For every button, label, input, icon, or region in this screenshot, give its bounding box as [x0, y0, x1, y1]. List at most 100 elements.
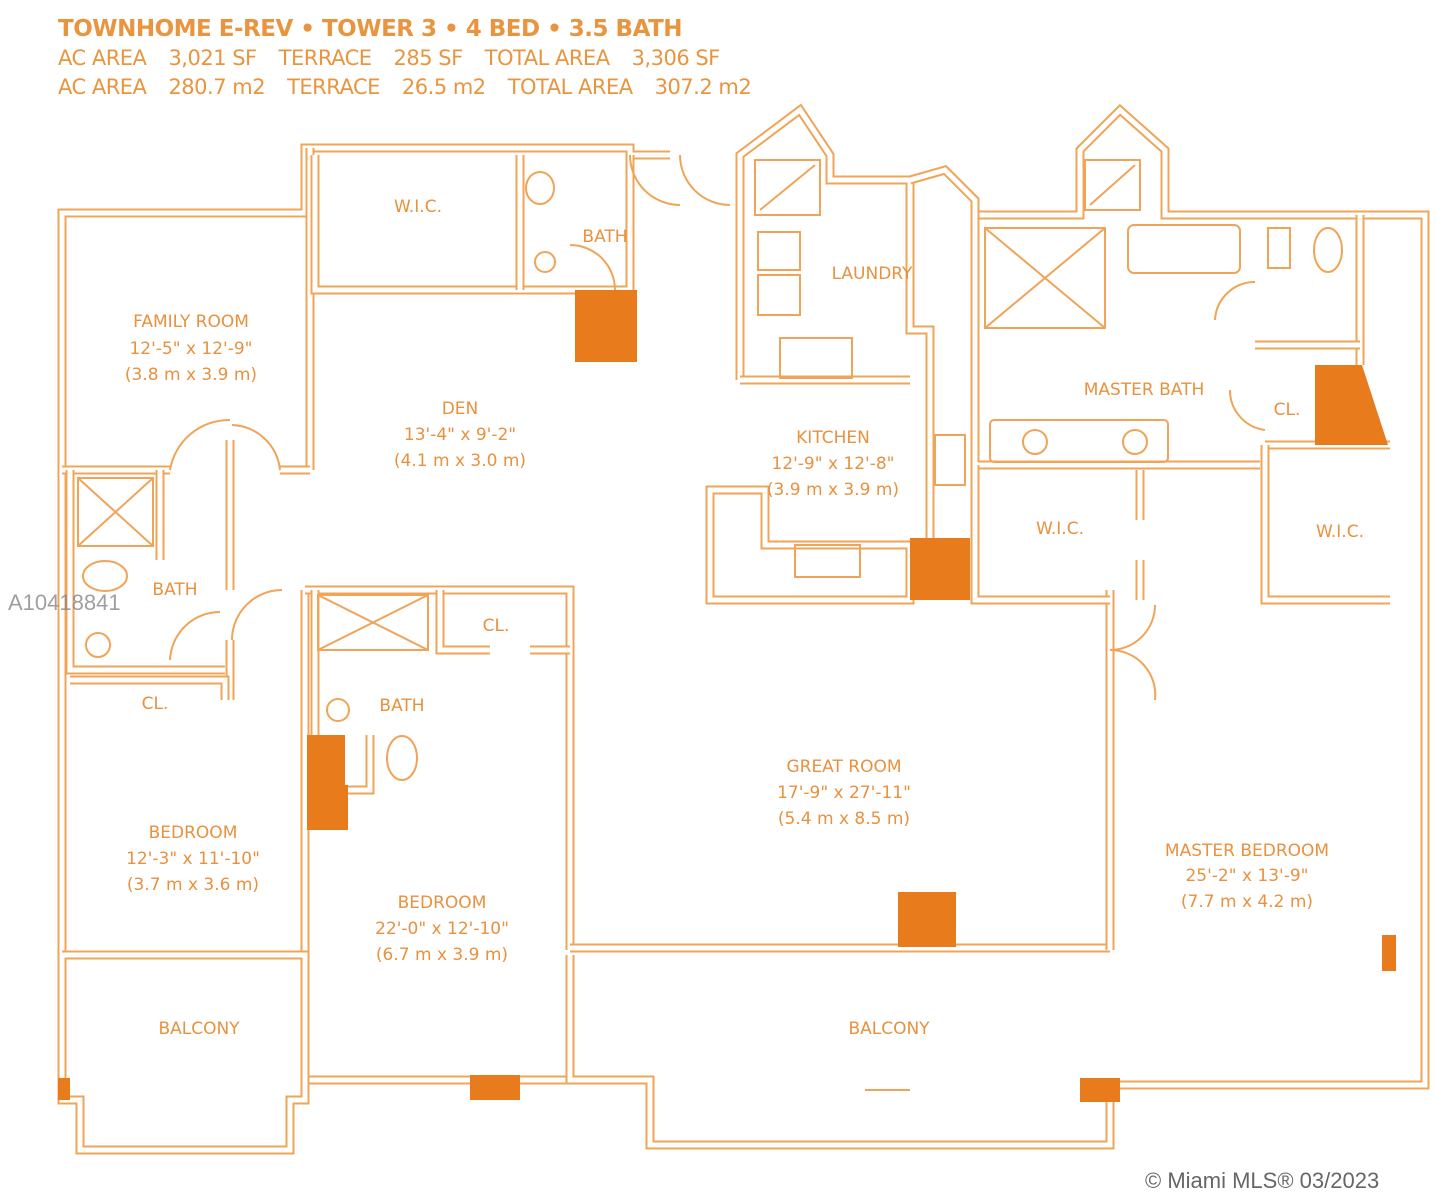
wall	[312, 155, 633, 293]
wall	[345, 735, 375, 795]
walls	[57, 103, 1430, 1155]
wall	[305, 955, 575, 1085]
ac-label: AC AREA	[58, 46, 147, 70]
toilet-icon	[1313, 227, 1343, 273]
room-label: W.I.C.	[1036, 519, 1084, 539]
cooktop-icon	[934, 434, 966, 486]
room-dims: 12'-3" x 11'-10"	[126, 849, 260, 869]
room-dims: (4.1 m x 3.0 m)	[394, 451, 526, 471]
room-label: MASTER BEDROOM	[1165, 841, 1329, 861]
column	[898, 892, 956, 947]
column	[307, 735, 348, 830]
room-label: CL.	[142, 694, 169, 714]
room-label: W.I.C.	[1316, 522, 1364, 542]
room-label: BALCONY	[848, 1019, 930, 1039]
room-label: BEDROOM	[149, 823, 238, 843]
ac-value: 280.7 m2	[168, 75, 266, 99]
wall	[345, 735, 373, 793]
shower-icon	[754, 159, 821, 216]
room-label: MASTER BATH	[1084, 380, 1205, 400]
dryer-icon	[757, 274, 801, 316]
plan-title: TOWNHOME E-REV • TOWER 3 • 4 BED • 3.5 B…	[58, 16, 683, 42]
column	[58, 1078, 70, 1100]
wall	[70, 677, 228, 700]
wall	[972, 465, 1110, 603]
room-label: BATH	[152, 580, 197, 600]
wall	[567, 960, 1113, 1148]
wall	[975, 106, 1428, 1088]
wall	[972, 215, 1260, 468]
room-dims: (3.9 m x 3.9 m)	[767, 480, 899, 500]
wall	[57, 950, 310, 1155]
column	[1315, 365, 1388, 445]
room-label: FAMILY ROOM	[133, 312, 249, 332]
room-label: CL.	[483, 616, 510, 636]
total-label: TOTAL AREA	[507, 75, 633, 99]
room-label: BATH	[582, 227, 627, 247]
room-label: LAUNDRY	[832, 264, 913, 284]
room-label: W.I.C.	[394, 197, 442, 217]
sink-icon	[1122, 429, 1148, 455]
wall	[305, 587, 573, 950]
room-label: DEN	[442, 399, 479, 419]
sink-icon	[534, 251, 556, 273]
toilet-icon	[386, 735, 418, 781]
structural-columns	[58, 290, 1396, 1102]
listing-watermark: A10418841	[8, 590, 121, 615]
room-dims: (7.7 m x 4.2 m)	[1181, 892, 1313, 912]
total-label: TOTAL AREA	[484, 46, 610, 70]
shower-icon	[1084, 159, 1141, 211]
room-dims: (3.8 m x 3.9 m)	[125, 365, 257, 385]
wall	[59, 952, 308, 1153]
room-dims: 17'-9" x 27'-11"	[777, 783, 911, 803]
column	[1080, 1078, 1120, 1102]
room-label: BATH	[379, 696, 424, 716]
room-dims: 25'-2" x 13'-9"	[1185, 866, 1308, 886]
ac-value: 3,021 SF	[168, 46, 257, 70]
terrace-value: 285 SF	[393, 46, 464, 70]
column	[910, 538, 970, 600]
fixtures	[77, 159, 1343, 1091]
room-dims: 12'-5" x 12'-9"	[129, 339, 252, 359]
shower-icon	[317, 594, 429, 651]
wall	[437, 590, 490, 653]
room-label: BALCONY	[158, 1019, 240, 1039]
bidet-icon	[1267, 227, 1291, 269]
room-label: BEDROOM	[398, 893, 487, 913]
room-label: KITCHEN	[796, 428, 870, 448]
kitchen-sink-icon	[794, 544, 861, 578]
room-dims: 13'-4" x 9'-2"	[404, 425, 516, 445]
terrace-value: 26.5 m2	[401, 75, 486, 99]
washer-icon	[757, 231, 801, 271]
terrace-label: TERRACE	[278, 46, 372, 70]
room-label: GREAT ROOM	[786, 757, 901, 777]
room-dims: (3.7 m x 3.6 m)	[127, 875, 259, 895]
wall	[67, 470, 225, 673]
room-label: CL.	[1274, 400, 1301, 420]
total-value: 3,306 SF	[631, 46, 721, 70]
sink-icon	[326, 698, 350, 722]
wall	[908, 164, 980, 330]
room-labels: W.I.C. BATH LAUNDRY FAMILY ROOM 12'-5" x…	[125, 197, 1364, 1039]
total-value: 307.2 m2	[654, 75, 752, 99]
sink-icon	[85, 632, 111, 658]
shower-icon	[77, 477, 154, 547]
column	[575, 290, 637, 362]
sink-icon	[1022, 429, 1048, 455]
wall	[737, 106, 933, 600]
column	[1382, 935, 1396, 971]
toilet-icon	[82, 560, 128, 592]
wall	[1262, 445, 1390, 603]
wall	[65, 470, 225, 675]
wall	[310, 155, 635, 295]
copyright-notice: © Miami MLS® 03/2023	[1145, 1168, 1380, 1193]
room-dims: 12'-9" x 12'-8"	[771, 454, 894, 474]
wall	[970, 215, 1260, 470]
room-dims: (6.7 m x 3.9 m)	[376, 945, 508, 965]
sink-counter	[779, 337, 853, 379]
doors	[169, 154, 1266, 701]
vanity-icon	[989, 419, 1169, 463]
column	[470, 1075, 520, 1100]
room-dims: 22'-0" x 12'-10"	[375, 919, 509, 939]
